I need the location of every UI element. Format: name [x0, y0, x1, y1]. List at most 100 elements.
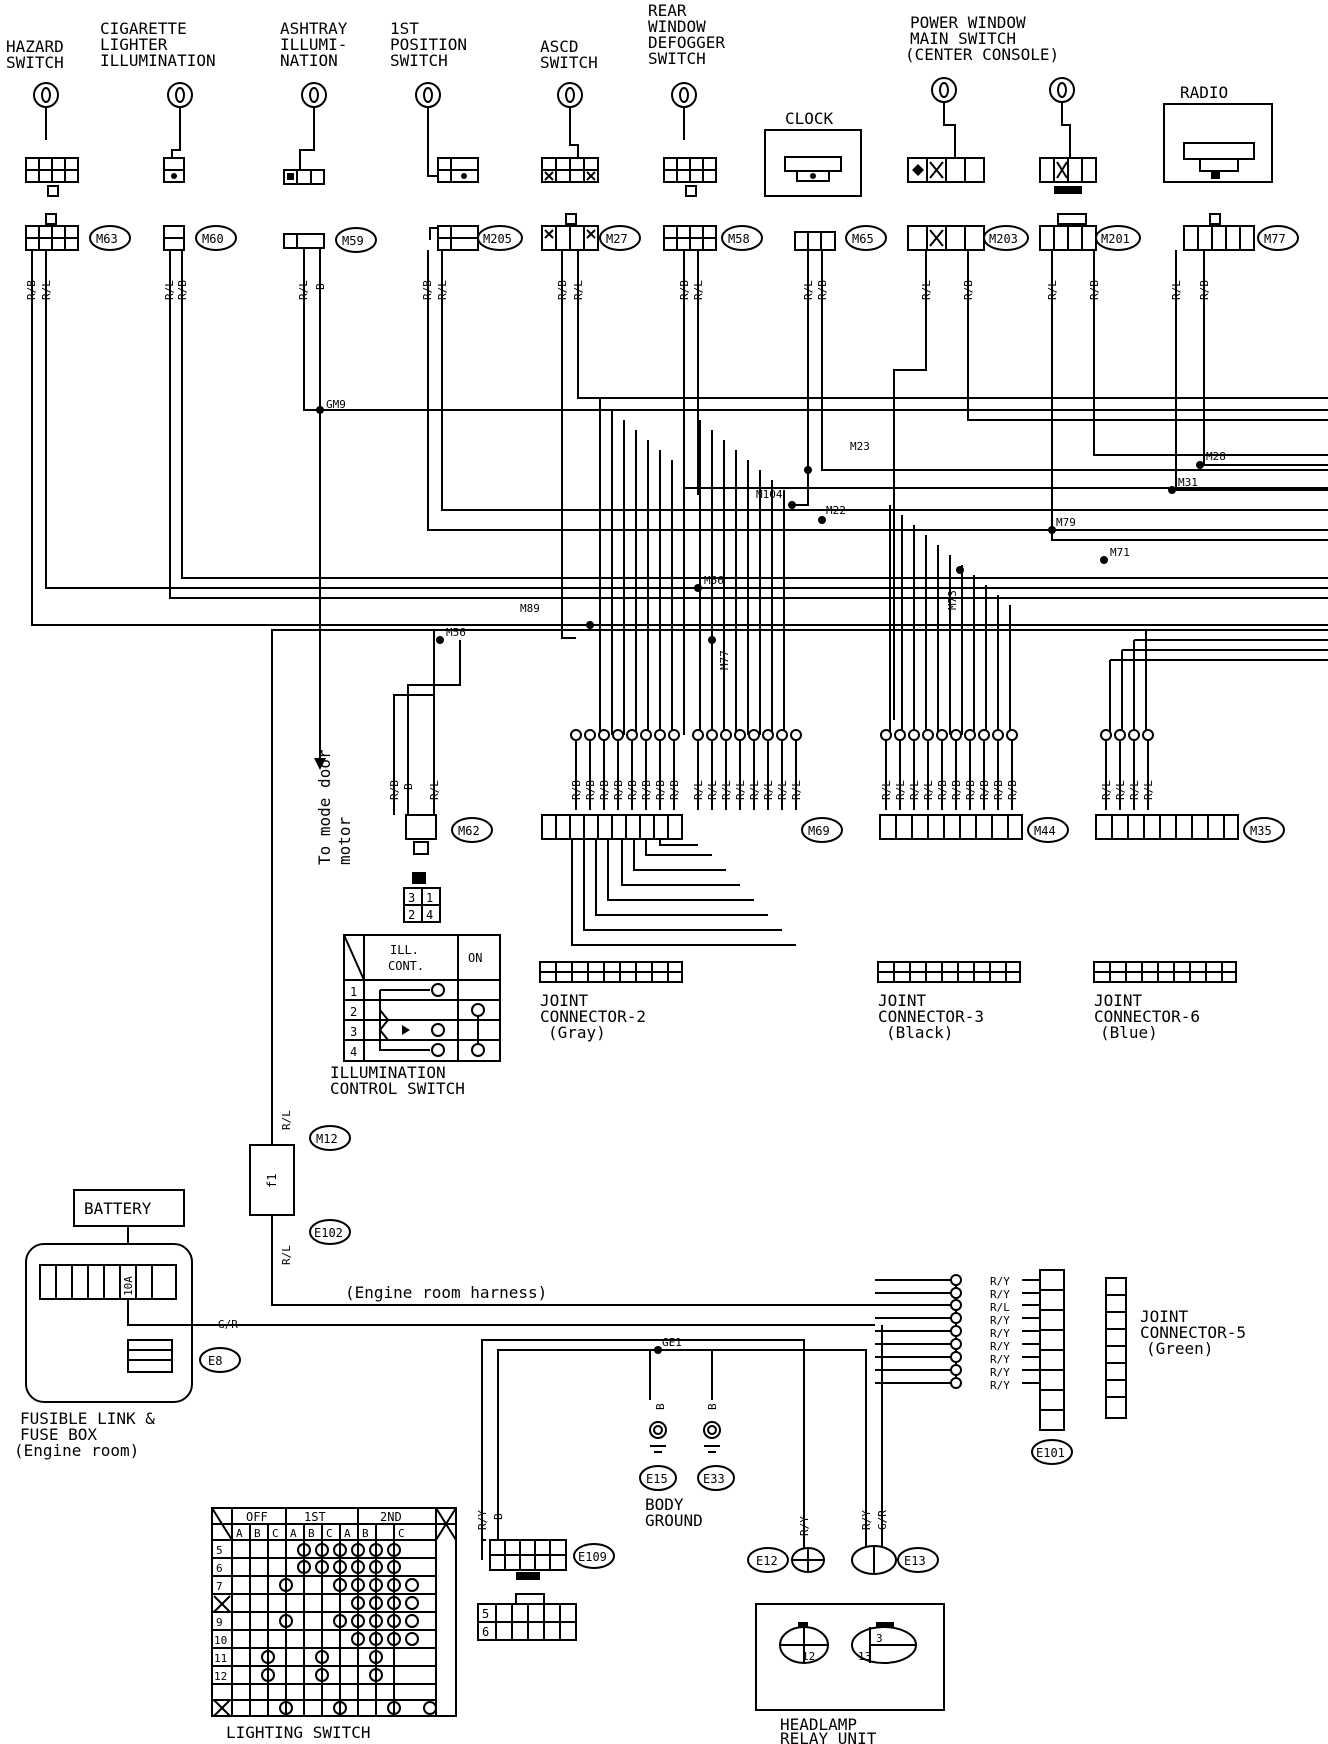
- svg-text:R/Y: R/Y: [990, 1288, 1010, 1301]
- svg-text:9: 9: [216, 1616, 223, 1629]
- svg-text:M73: M73: [946, 590, 959, 610]
- svg-text:M56: M56: [704, 574, 724, 587]
- svg-text:R/B: R/B: [570, 780, 583, 800]
- svg-text:R/L: R/L: [894, 780, 907, 800]
- svg-text:SWITCH: SWITCH: [390, 51, 448, 70]
- joint-connector-2: JOINT CONNECTOR-2 (Gray): [539, 961, 683, 1042]
- svg-text:RADIO: RADIO: [1180, 83, 1228, 102]
- svg-text:SWITCH: SWITCH: [648, 49, 706, 68]
- svg-text:M28: M28: [1206, 450, 1226, 463]
- connector-m205: M205: [429, 225, 523, 251]
- svg-text:R/B: R/B: [816, 280, 829, 300]
- svg-text:R/B: R/B: [1198, 280, 1211, 300]
- svg-text:BODY: BODY: [645, 1495, 684, 1514]
- svg-text:CONNECTOR-3: CONNECTOR-3: [878, 1007, 984, 1026]
- svg-text:M27: M27: [606, 232, 628, 246]
- svg-text:R/L: R/L: [880, 780, 893, 800]
- svg-text:HEADLAMP: HEADLAMP: [780, 1715, 857, 1734]
- svg-text:R/L: R/L: [1046, 280, 1059, 300]
- svg-text:CONT.: CONT.: [388, 959, 424, 973]
- svg-text:HAZARD: HAZARD: [6, 37, 64, 56]
- svg-text:JOINT: JOINT: [540, 991, 589, 1010]
- joint-blocks: M69 M44 M35: [541, 814, 1285, 946]
- svg-text:(CENTER CONSOLE): (CENTER CONSOLE): [905, 45, 1059, 64]
- m35-pins: [1100, 729, 1154, 741]
- svg-text:E15: E15: [646, 1472, 668, 1486]
- svg-text:2ND: 2ND: [380, 1510, 402, 1524]
- svg-text:M23: M23: [850, 440, 870, 453]
- svg-text:R/B: R/B: [978, 780, 991, 800]
- svg-text:12: 12: [214, 1670, 227, 1683]
- svg-text:SWITCH: SWITCH: [6, 53, 64, 72]
- position-bulb-icon: [415, 82, 479, 183]
- svg-text:R/B: R/B: [1088, 280, 1101, 300]
- hazard-bulb-icon: [25, 82, 79, 197]
- svg-text:B: B: [314, 283, 327, 290]
- svg-text:DEFOGGER: DEFOGGER: [648, 33, 725, 52]
- svg-text:BATTERY: BATTERY: [84, 1199, 152, 1218]
- svg-text:JOINT: JOINT: [1140, 1307, 1189, 1326]
- joint-connector-3: JOINT CONNECTOR-3 (Black): [877, 961, 1021, 1042]
- svg-text:R/L: R/L: [920, 280, 933, 300]
- svg-text:R/Y: R/Y: [990, 1340, 1010, 1353]
- svg-text:R/B: R/B: [950, 780, 963, 800]
- svg-text:R/L: R/L: [1100, 780, 1113, 800]
- svg-text:GROUND: GROUND: [645, 1511, 703, 1530]
- svg-text:R/B: R/B: [584, 780, 597, 800]
- headlamp-relay-unit: 12 3 13 HEADLAMP RELAY UNIT: [755, 1603, 945, 1744]
- svg-text:ILL.: ILL.: [390, 943, 419, 957]
- svg-text:M205: M205: [483, 232, 512, 246]
- svg-text:(Blue): (Blue): [1100, 1023, 1158, 1042]
- svg-text:R/L: R/L: [802, 280, 815, 300]
- ascd-switch-label: ASCD SWITCH: [540, 37, 598, 72]
- svg-text:M12: M12: [316, 1132, 338, 1146]
- svg-text:M31: M31: [1178, 476, 1198, 489]
- svg-text:MAIN SWITCH: MAIN SWITCH: [910, 29, 1016, 48]
- svg-text:R/L: R/L: [922, 780, 935, 800]
- clock: CLOCK: [764, 109, 862, 197]
- svg-text:G/R: G/R: [218, 1318, 238, 1331]
- svg-text:B: B: [706, 1403, 719, 1410]
- svg-text:FUSE BOX: FUSE BOX: [20, 1425, 97, 1444]
- svg-text:E8: E8: [208, 1354, 222, 1368]
- svg-text:C: C: [398, 1527, 405, 1540]
- svg-text:11: 11: [214, 1652, 227, 1665]
- fusible-link-box: BATTERY 10A G/R E8 FUSIBLE LINK & FUSE B…: [14, 1189, 875, 1460]
- svg-text:M56: M56: [446, 626, 466, 639]
- svg-text:R/B: R/B: [668, 780, 681, 800]
- svg-text:10A: 10A: [122, 1276, 135, 1296]
- svg-text:13: 13: [858, 1650, 871, 1663]
- svg-text:CONTROL SWITCH: CONTROL SWITCH: [330, 1079, 465, 1098]
- wire-color-labels: R/B R/L R/L R/B R/L B R/B R/L R/B R/L R/…: [25, 280, 1211, 300]
- svg-text:M59: M59: [342, 234, 364, 248]
- svg-text:M58: M58: [728, 232, 750, 246]
- cigarette-lighter-label: CIGARETTE LIGHTER ILLUMINATION: [100, 19, 216, 70]
- svg-text:2: 2: [350, 1005, 357, 1019]
- svg-text:(Gray): (Gray): [548, 1023, 606, 1042]
- svg-text:C: C: [326, 1527, 333, 1540]
- svg-text:R/L: R/L: [1170, 280, 1183, 300]
- svg-text:f1: f1: [265, 1174, 279, 1188]
- svg-text:A: A: [344, 1527, 351, 1540]
- defogger-bulb-icon: [663, 82, 717, 197]
- svg-text:M65: M65: [852, 232, 874, 246]
- radio: RADIO: [1163, 83, 1273, 183]
- svg-text:4: 4: [426, 908, 433, 922]
- svg-text:R/B: R/B: [962, 280, 975, 300]
- power-window-bulb-1-icon: [907, 77, 985, 183]
- svg-text:JOINT: JOINT: [878, 991, 927, 1010]
- svg-text:5: 5: [216, 1544, 223, 1557]
- m44-block: M44: [879, 814, 1069, 843]
- illumination-control-switch: ILL. CONT. ON 1 2 3 4 ILLUMINATION CONTR…: [330, 934, 501, 1098]
- svg-text:OFF: OFF: [246, 1510, 268, 1524]
- svg-text:2: 2: [408, 908, 415, 922]
- m69-block: M69: [541, 814, 843, 946]
- svg-text:M203: M203: [989, 232, 1018, 246]
- svg-text:R/L: R/L: [1128, 780, 1141, 800]
- svg-text:M89: M89: [520, 602, 540, 615]
- connector-m65: M65: [794, 225, 887, 251]
- svg-text:POWER WINDOW: POWER WINDOW: [910, 13, 1026, 32]
- svg-text:R/Y: R/Y: [990, 1379, 1010, 1392]
- svg-text:R/B: R/B: [1006, 780, 1019, 800]
- connector-m77: M77: [1183, 213, 1299, 251]
